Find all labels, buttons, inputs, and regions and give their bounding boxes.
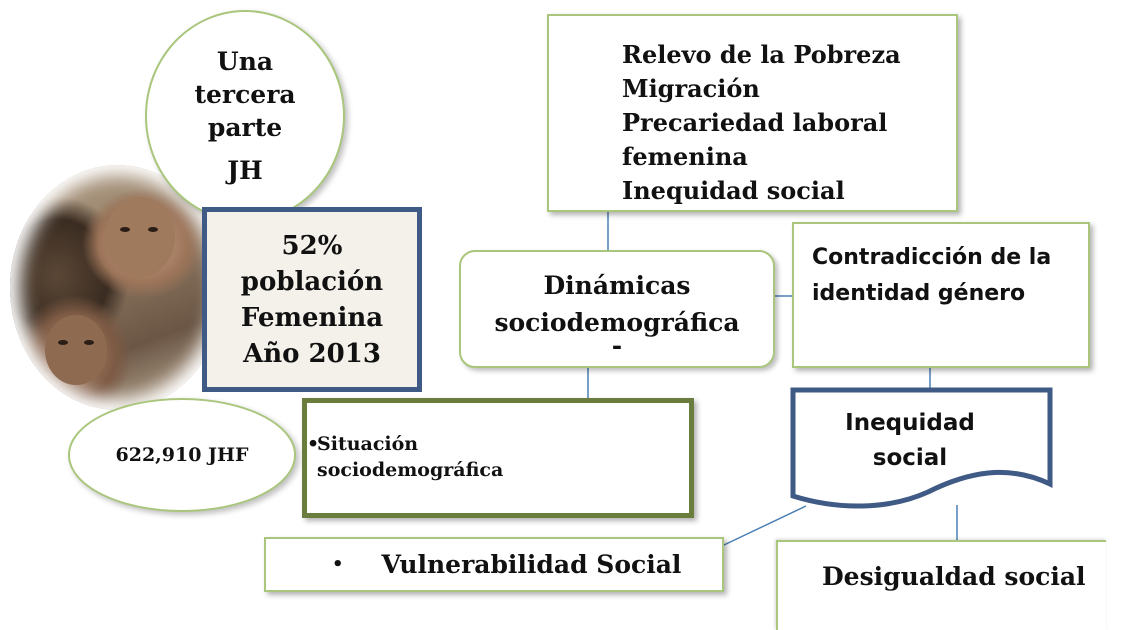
inequidad-line-1: Inequidad [845,410,975,436]
percent-line-2: población [240,266,384,297]
vulnerabilidad-box: • Vulnerabilidad Social [264,537,724,592]
boy-right-eye [84,340,94,345]
contradiccion-line-1: Contradicción de la [812,245,1052,270]
dinamicas-box: Dinámicas sociodemográfica - [459,250,775,368]
inequidad-box: Inequidad social [795,406,1025,476]
percent-line-1: 52% [281,230,343,261]
percent-line-4: Año 2013 [243,338,381,369]
inequidad-document-shape [790,387,1053,509]
boy-left-eye [58,340,68,345]
circle-line-1: Una [216,47,274,76]
girl-face [105,197,175,277]
desigualdad-text: Desigualdad social [822,562,1086,591]
boy-face [45,315,107,385]
children-photo [10,165,225,410]
desigualdad-box: Desigualdad social [776,540,1106,630]
girl-left-eye [120,227,130,232]
circle-line-2: tercera [194,80,296,109]
factor-item: femenina [622,142,748,171]
factors-list-box: Relevo de la Pobreza Migración Precaried… [547,14,958,212]
factor-item: Precariedad laboral [622,108,888,137]
percent-line-3: Femenina [240,302,384,333]
girl-right-eye [148,227,158,232]
vulnerabilidad-text: Vulnerabilidad Social [381,550,682,579]
situacion-line-1: Situación [317,433,419,455]
jhf-count-text: 622,910 JHF [115,444,249,466]
one-third-jh-circle: Una tercera parte JH [145,10,345,222]
circle-line-3: parte [207,113,283,142]
vulnerabilidad-bullet: • [332,554,344,575]
dinamicas-tail: - [611,331,623,360]
factor-item: Migración [622,74,760,103]
dinamicas-line-1: Dinámicas [543,271,691,300]
situacion-bullet: • [307,433,320,455]
female-population-box: 52% población Femenina Año 2013 [202,207,422,392]
situacion-box: • Situación sociodemográfica [302,398,694,518]
situacion-line-2: sociodemográfica [317,459,504,481]
inequidad-line-2: social [872,445,948,471]
factor-item: Inequidad social [622,176,845,205]
contradiccion-box: Contradicción de la identidad género [792,222,1090,368]
dinamicas-line-2: sociodemográfica [494,308,740,337]
factor-item: Relevo de la Pobreza [622,40,901,69]
jhf-count-oval: 622,910 JHF [68,398,296,512]
contradiccion-line-2: identidad género [812,281,1026,306]
circle-line-4: JH [227,156,263,185]
